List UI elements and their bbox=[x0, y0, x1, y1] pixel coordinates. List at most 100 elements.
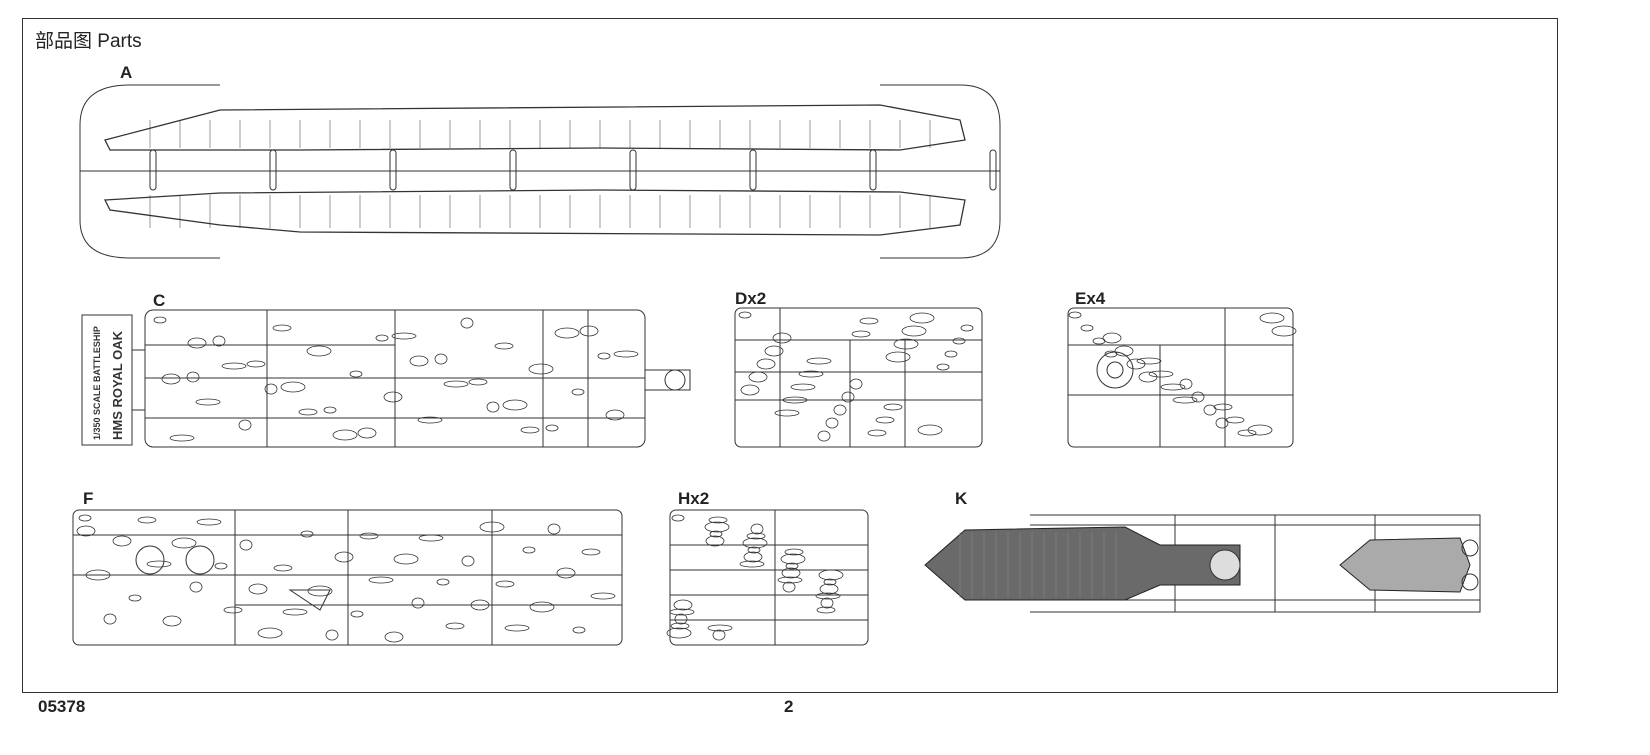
part bbox=[350, 610, 364, 618]
sprue-label-f: F bbox=[83, 489, 94, 508]
part bbox=[171, 537, 197, 549]
part bbox=[781, 567, 801, 579]
part bbox=[1148, 370, 1174, 378]
part bbox=[1102, 332, 1122, 344]
part bbox=[556, 567, 576, 579]
part bbox=[357, 427, 377, 439]
part bbox=[777, 576, 803, 584]
part bbox=[739, 560, 765, 568]
part bbox=[325, 629, 339, 641]
part bbox=[746, 532, 766, 540]
nameplate-ship-text: HMS ROYAL OAK bbox=[110, 330, 125, 440]
part bbox=[1213, 403, 1233, 411]
part bbox=[819, 583, 839, 595]
part bbox=[495, 580, 515, 588]
sprue-e bbox=[1067, 307, 1297, 448]
part bbox=[816, 606, 836, 614]
part bbox=[825, 417, 839, 429]
part bbox=[468, 378, 488, 386]
part bbox=[161, 373, 181, 385]
sprue-label-d: Dx2 bbox=[735, 289, 767, 308]
part bbox=[833, 404, 847, 416]
part bbox=[1136, 357, 1162, 365]
part bbox=[146, 560, 172, 568]
sprue-gate bbox=[269, 149, 277, 191]
part bbox=[817, 430, 831, 442]
part bbox=[851, 330, 871, 338]
part bbox=[581, 548, 601, 556]
part bbox=[470, 599, 490, 611]
part bbox=[670, 622, 690, 630]
part bbox=[368, 576, 394, 584]
part bbox=[239, 539, 253, 551]
part bbox=[756, 358, 776, 370]
part bbox=[520, 426, 540, 434]
part bbox=[545, 424, 559, 432]
sprue-gate bbox=[749, 149, 757, 191]
part bbox=[221, 362, 247, 370]
part bbox=[784, 548, 804, 556]
part bbox=[1259, 312, 1285, 324]
sprue-gate bbox=[629, 149, 637, 191]
part bbox=[479, 521, 505, 533]
part bbox=[103, 613, 117, 625]
part bbox=[590, 592, 616, 600]
part bbox=[1237, 429, 1257, 437]
part bbox=[579, 325, 599, 337]
part bbox=[280, 381, 306, 393]
part bbox=[137, 516, 157, 524]
part bbox=[1191, 391, 1205, 403]
part bbox=[740, 384, 760, 396]
part bbox=[893, 338, 919, 350]
part bbox=[936, 363, 950, 371]
part bbox=[1203, 404, 1217, 416]
part bbox=[460, 317, 474, 329]
part bbox=[257, 627, 283, 639]
part bbox=[384, 631, 404, 643]
sprue-gate bbox=[869, 149, 877, 191]
part bbox=[502, 399, 528, 411]
part bbox=[195, 398, 221, 406]
part bbox=[196, 518, 222, 526]
part bbox=[673, 599, 693, 611]
part bbox=[952, 337, 966, 345]
part bbox=[85, 569, 111, 581]
part bbox=[1160, 383, 1186, 391]
part bbox=[547, 523, 561, 535]
part bbox=[743, 551, 763, 563]
part bbox=[349, 370, 363, 378]
part bbox=[818, 569, 844, 581]
part bbox=[704, 521, 730, 533]
sprue-gate bbox=[149, 149, 157, 191]
part bbox=[901, 325, 927, 337]
sprue-d bbox=[734, 307, 983, 448]
sprue-label-e: Ex4 bbox=[1075, 289, 1106, 308]
part bbox=[780, 553, 806, 565]
sprue-h bbox=[666, 509, 869, 646]
part bbox=[187, 337, 207, 349]
part bbox=[1271, 325, 1297, 337]
part bbox=[76, 525, 96, 537]
part bbox=[613, 350, 639, 358]
sprue-gate bbox=[989, 149, 997, 191]
part bbox=[1138, 371, 1158, 383]
part bbox=[705, 535, 725, 547]
part bbox=[1179, 378, 1193, 390]
part bbox=[666, 627, 692, 639]
part bbox=[409, 355, 429, 367]
part bbox=[944, 350, 958, 358]
part bbox=[186, 371, 200, 383]
part bbox=[785, 562, 799, 570]
part bbox=[1080, 324, 1094, 332]
part bbox=[571, 388, 585, 396]
part bbox=[764, 345, 784, 357]
part bbox=[1068, 311, 1082, 319]
nameplate: 1/350 SCALE BATTLESHIP HMS ROYAL OAK bbox=[81, 314, 145, 446]
nameplate-scale-text: 1/350 SCALE BATTLESHIP bbox=[92, 326, 102, 440]
part bbox=[128, 594, 142, 602]
deck-part-bow bbox=[1339, 537, 1471, 593]
part bbox=[859, 317, 879, 325]
sprue-label-c: C bbox=[153, 291, 166, 310]
part bbox=[306, 345, 332, 357]
part bbox=[806, 357, 832, 365]
